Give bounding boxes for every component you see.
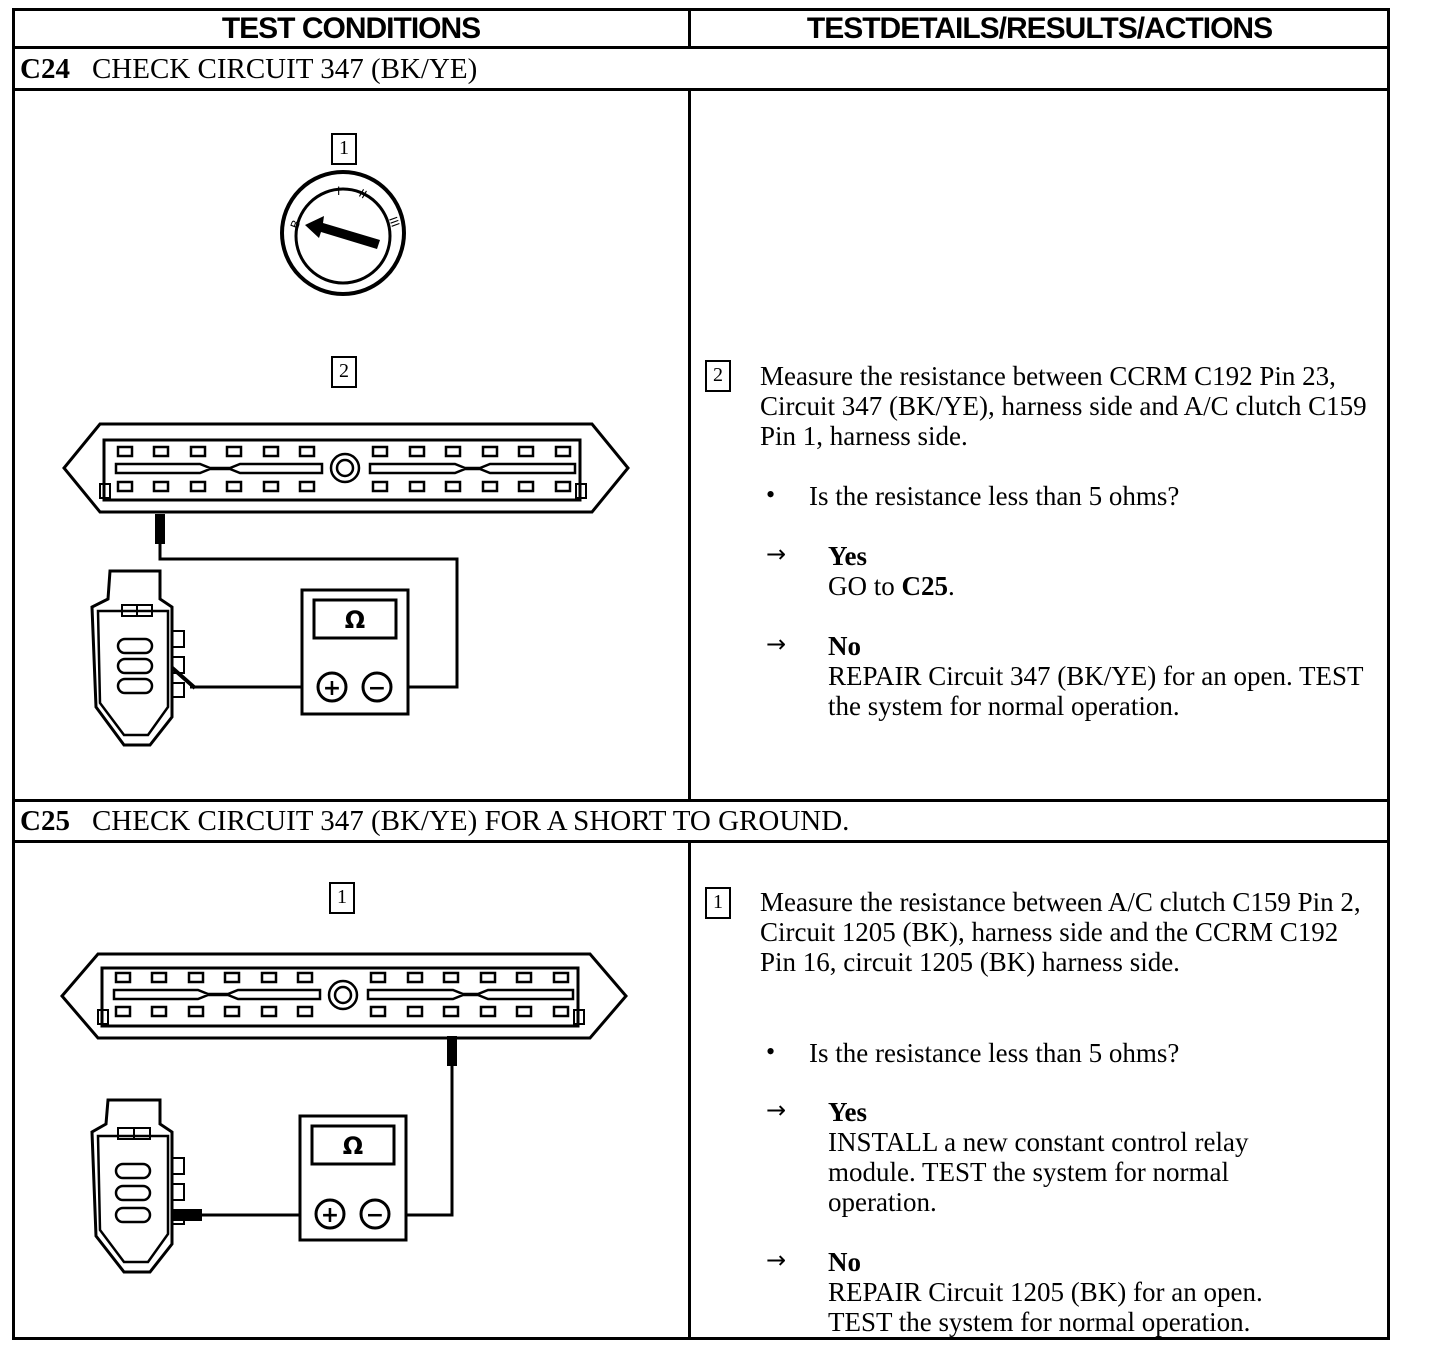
c25-title-top-divider: [12, 799, 1390, 802]
header-test-conditions: TEST CONDITIONS: [221, 12, 481, 45]
c24-yes-arrow-icon: →: [766, 540, 787, 568]
c25-yes-arrow-icon: →: [766, 1096, 787, 1124]
ignition-switch-icon: B I II III: [280, 170, 406, 296]
c24-ohmmeter: Ω + −: [300, 588, 410, 716]
c25-clutch-connector: [90, 1098, 185, 1274]
ignition-mark-ii: II: [357, 186, 370, 201]
c24-minus-terminal: −: [368, 676, 386, 701]
c24-detail-text: Measure the resistance between CCRM C192…: [760, 361, 1367, 451]
c25-no-arrow-icon: →: [766, 1246, 787, 1274]
c25-plus-terminal: +: [321, 1203, 339, 1228]
c24-no-label: No: [828, 631, 861, 661]
c24-yes-action-prefix: GO to: [828, 571, 902, 601]
c25-code: C25: [20, 805, 70, 837]
header-divider: [12, 46, 1390, 49]
c25-ohm-symbol: Ω: [343, 1132, 363, 1160]
procedure-table: [12, 8, 1390, 1340]
column-divider-header: [688, 8, 691, 48]
c25-bullet: •: [766, 1037, 776, 1066]
c25-title-divider: [12, 840, 1390, 843]
c24-section-title: C24 CHECK CIRCUIT 347 (BK/YE): [20, 52, 477, 86]
c25-no-label: No: [828, 1247, 861, 1277]
c24-yes-label: Yes: [828, 541, 867, 571]
c24-step1-box: 1: [331, 133, 357, 165]
c24-ccrm-connector: [62, 422, 630, 514]
c24-ohm-symbol: Ω: [345, 606, 365, 634]
c25-question: Is the resistance less than 5 ohms?: [809, 1038, 1180, 1068]
c24-title-divider: [12, 88, 1390, 91]
c25-no-action: REPAIR Circuit 1205 (BK) for an open. TE…: [828, 1277, 1263, 1337]
c25-ohmmeter: Ω + −: [298, 1114, 408, 1242]
c24-no-action: REPAIR Circuit 347 (BK/YE) for an open. …: [828, 661, 1363, 721]
c25-ccrm-connector: [60, 952, 628, 1040]
column-divider-c25: [688, 840, 691, 1340]
c24-no-arrow-icon: →: [766, 630, 787, 658]
c25-section-title: C25 CHECK CIRCUIT 347 (BK/YE) FOR A SHORT…: [20, 804, 849, 838]
header-test-details: TESTDETAILS/RESULTS/ACTIONS: [806, 12, 1273, 45]
ignition-mark-b: B: [287, 218, 303, 230]
c24-yes-action: GO to C25.: [828, 571, 1368, 601]
c24-title: CHECK CIRCUIT 347 (BK/YE): [91, 53, 478, 85]
c25-title: CHECK CIRCUIT 347 (BK/YE) FOR A SHORT TO…: [91, 805, 850, 837]
c24-bullet: •: [766, 480, 776, 509]
c25-detail-text: Measure the resistance between A/C clutc…: [760, 887, 1361, 977]
c25-yes-action: INSTALL a new constant control relay mod…: [828, 1127, 1249, 1217]
c24-detail-box: 2: [705, 360, 731, 392]
c24-plus-terminal: +: [323, 676, 341, 701]
ignition-mark-iii: III: [386, 215, 403, 229]
c25-minus-terminal: −: [366, 1203, 384, 1228]
c24-question: Is the resistance less than 5 ohms?: [809, 481, 1180, 511]
c24-yes-action-suffix: .: [948, 571, 955, 601]
c24-yes-action-ref: C25: [901, 571, 949, 601]
c25-wiring: [172, 1036, 457, 1221]
c25-detail-box: 1: [705, 887, 731, 919]
c25-yes-label: Yes: [828, 1097, 867, 1127]
c24-clutch-connector: [90, 569, 185, 747]
ignition-mark-i: I: [337, 184, 340, 198]
column-divider-c24: [688, 88, 691, 802]
c25-step1-box: 1: [329, 882, 355, 914]
c24-code: C24: [20, 53, 70, 85]
c24-step2-box: 2: [331, 356, 357, 388]
